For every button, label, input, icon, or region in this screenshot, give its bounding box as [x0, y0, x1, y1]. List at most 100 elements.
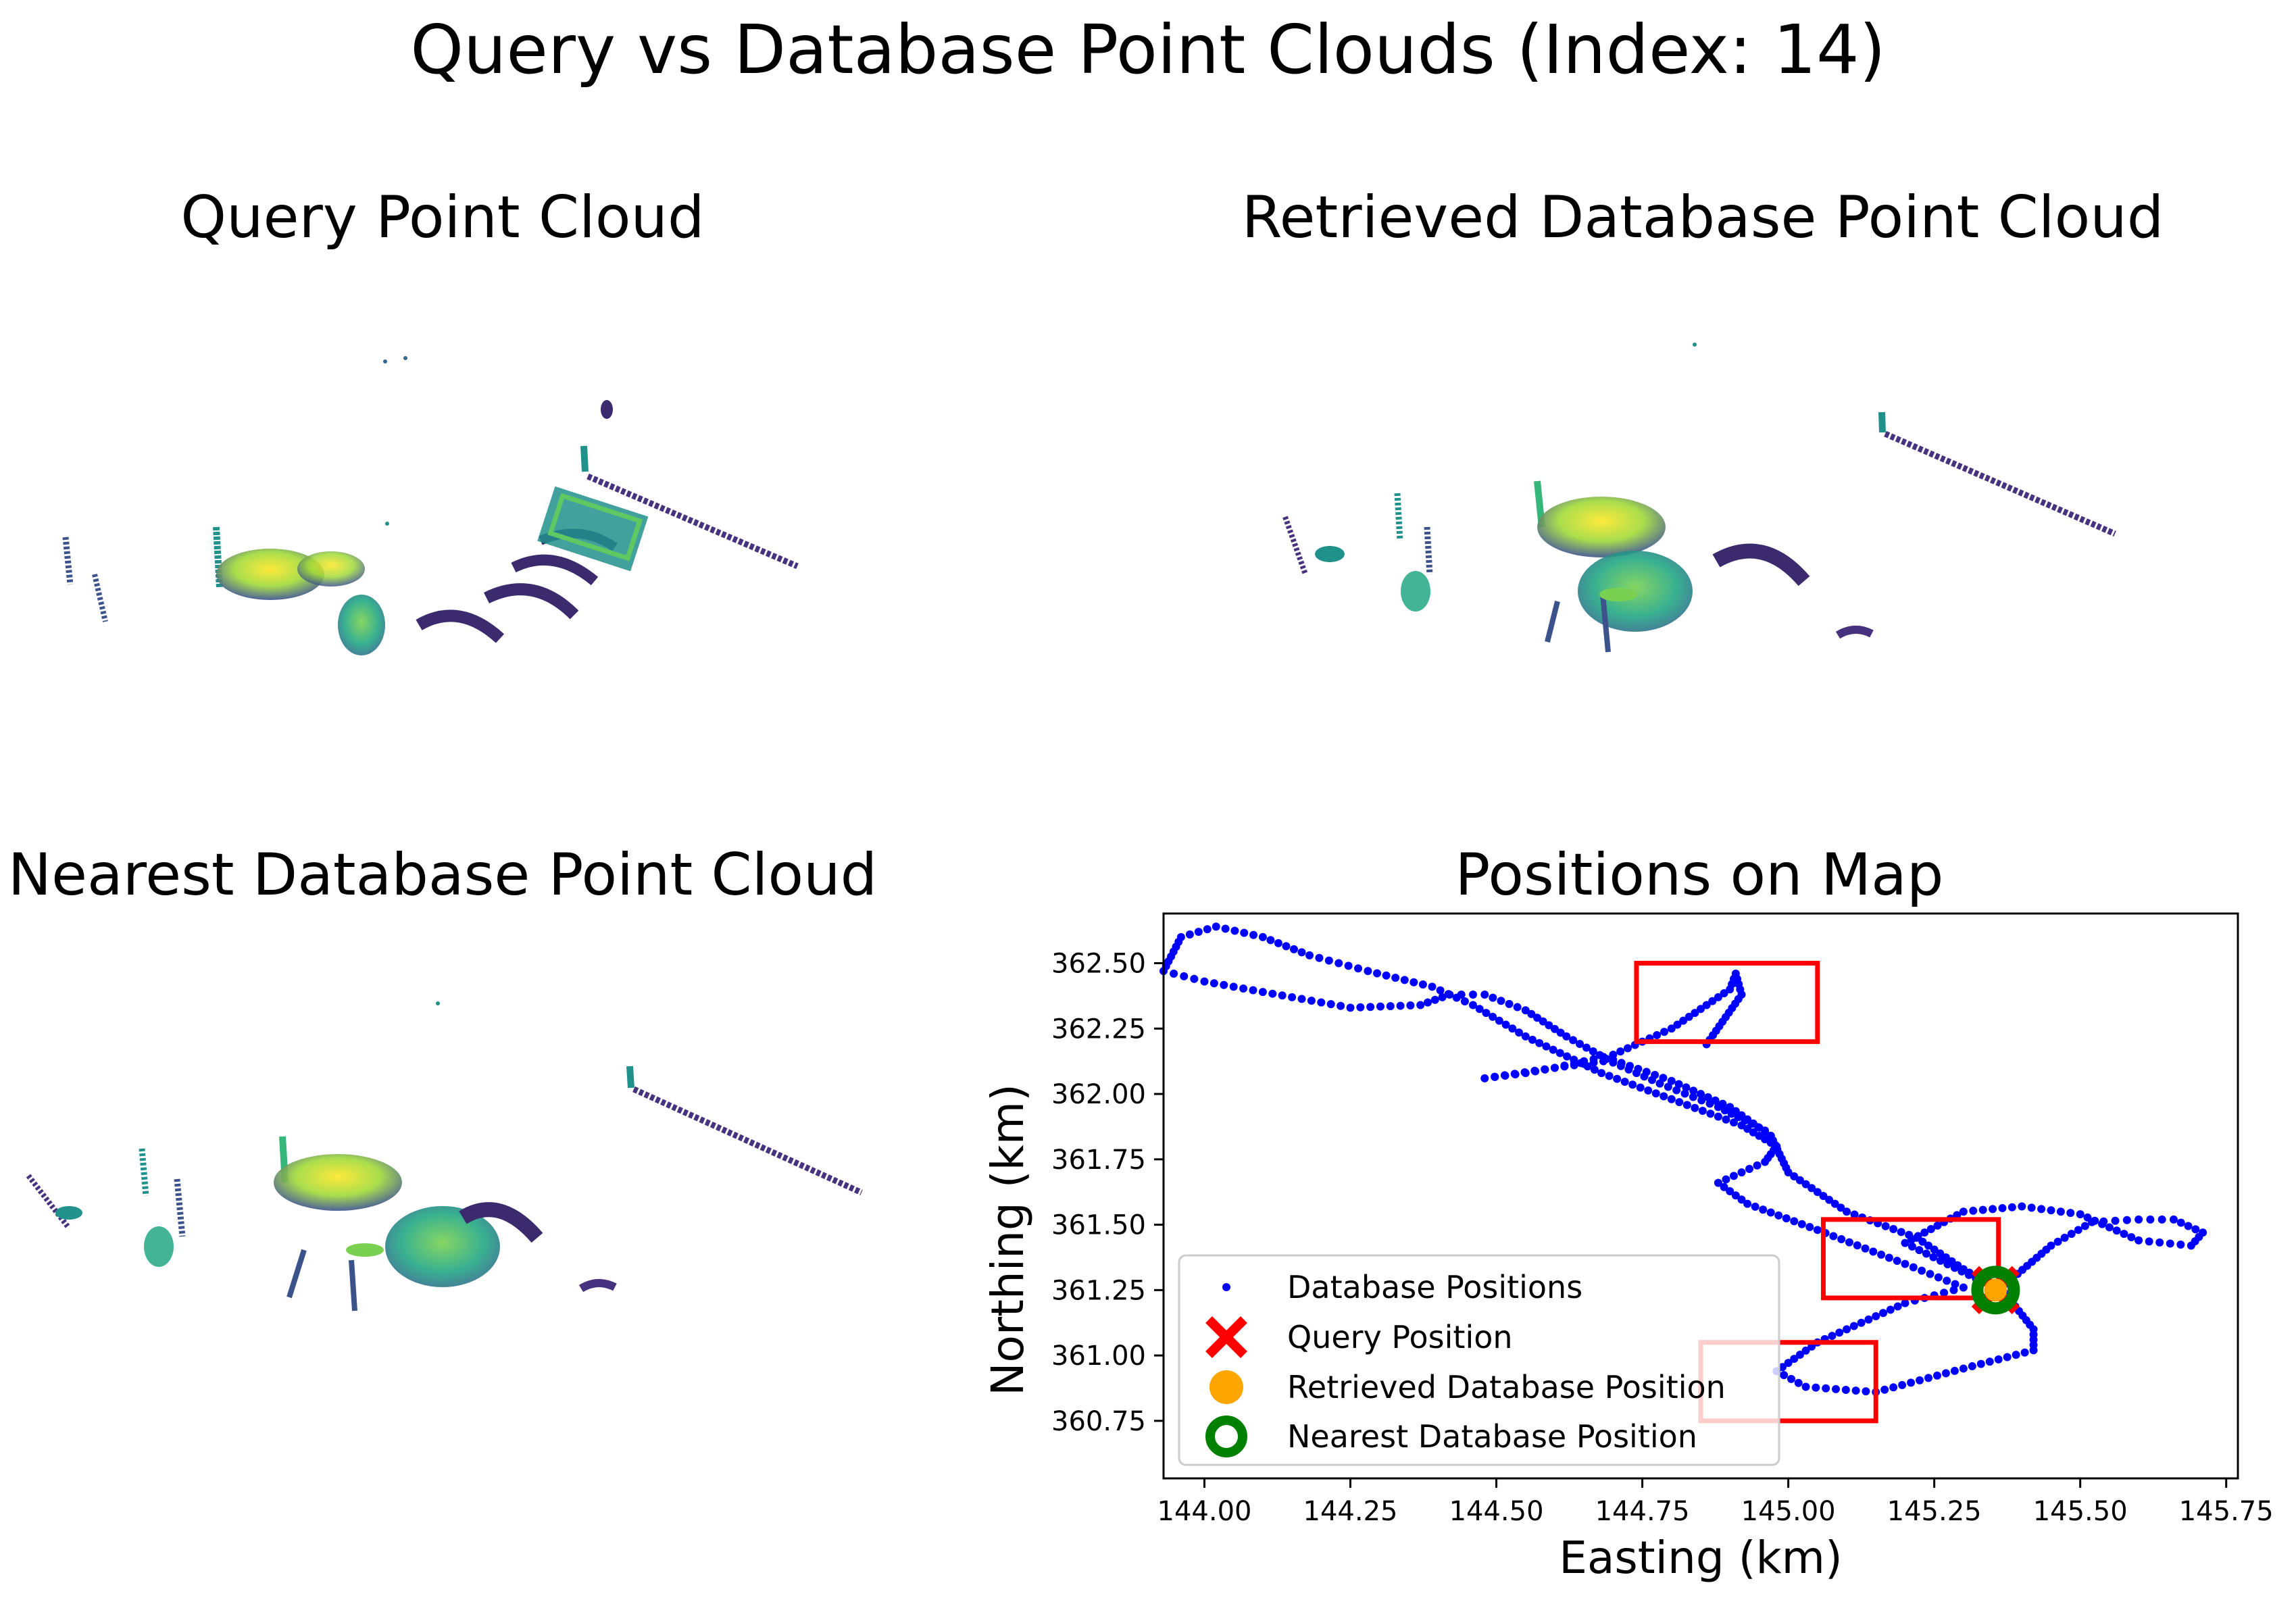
database-position-point — [2083, 1213, 2092, 1222]
legend-query-marker — [1205, 1316, 1247, 1358]
database-position-point — [1916, 1376, 1924, 1384]
database-position-point — [1747, 1120, 1756, 1128]
database-position-point — [2112, 1226, 2121, 1235]
database-position-point — [1457, 990, 1466, 999]
legend-box — [1178, 1254, 1780, 1466]
database-position-point — [1893, 1257, 1901, 1266]
database-position-point — [1703, 1093, 1712, 1101]
x-tick-label: 145.25 — [1887, 1496, 1982, 1527]
database-position-point — [1288, 993, 1297, 1001]
database-position-point — [1527, 1009, 1536, 1018]
database-position-point — [1787, 1374, 1795, 1383]
database-position-point — [1994, 1355, 2003, 1364]
database-position-point — [2007, 1203, 2016, 1211]
database-position-point — [1240, 928, 1249, 937]
database-position-point — [1480, 1074, 1489, 1082]
legend-retrieved-marker — [1209, 1370, 1243, 1404]
database-position-point — [1229, 982, 1238, 991]
database-position-point — [1659, 1092, 1668, 1101]
database-position-point — [1515, 1028, 1524, 1037]
database-position-point — [1959, 1283, 1968, 1292]
database-position-point — [1722, 1175, 1730, 1184]
database-position-point — [1926, 1225, 1935, 1234]
database-position-point — [1851, 1386, 1860, 1395]
database-position-point — [1940, 1289, 1949, 1297]
database-position-point — [1691, 1009, 1699, 1018]
database-position-point — [1364, 967, 1372, 976]
database-position-point — [1720, 1182, 1728, 1191]
database-position-point — [1697, 1090, 1705, 1099]
database-position-point — [1898, 1380, 1907, 1389]
database-position-point — [1759, 1205, 1768, 1214]
database-position-point — [1726, 985, 1735, 994]
database-position-point — [1609, 1058, 1618, 1067]
database-position-point — [1722, 1115, 1730, 1124]
database-position-point — [1889, 1383, 1898, 1392]
database-position-point — [1889, 1225, 1898, 1234]
database-position-point — [1976, 1359, 1985, 1368]
database-position-point — [1805, 1223, 1814, 1232]
database-position-point — [1924, 1241, 1933, 1250]
database-position-point — [2066, 1209, 2075, 1218]
database-position-point — [1510, 1070, 1519, 1078]
x-tick-label: 145.50 — [2033, 1496, 2128, 1527]
database-position-point — [1918, 1237, 1927, 1246]
database-position-point — [1563, 1052, 1572, 1061]
database-position-point — [1679, 1016, 1688, 1025]
database-position-point — [1655, 1079, 1664, 1088]
database-position-point — [1843, 1207, 1851, 1216]
database-position-point — [1556, 1028, 1565, 1037]
database-position-point — [1689, 1086, 1698, 1095]
database-position-point — [1950, 1366, 1959, 1375]
database-position-point — [2056, 1207, 2065, 1216]
x-tick-label: 144.75 — [1595, 1496, 1690, 1527]
database-position-point — [1673, 1020, 1682, 1029]
region-box-1 — [1634, 961, 1820, 1045]
database-position-point — [2122, 1216, 2131, 1224]
database-position-point — [1897, 1228, 1905, 1236]
database-position-point — [1754, 1123, 1763, 1132]
database-position-point — [1850, 1210, 1859, 1219]
region-box-2 — [1820, 1217, 2001, 1301]
legend-nearest-marker — [1205, 1416, 1247, 1457]
database-position-point — [1684, 1012, 1693, 1021]
database-position-point — [2135, 1215, 2143, 1224]
database-position-point — [1930, 1245, 1939, 1254]
database-position-point — [2176, 1218, 2185, 1227]
database-position-point — [1497, 997, 1505, 1005]
database-position-point — [1880, 1385, 1889, 1394]
database-position-point — [1555, 1049, 1564, 1057]
database-position-point — [1766, 1208, 1775, 1217]
database-position-point — [2157, 1215, 2166, 1224]
plot-frame — [1162, 912, 2239, 1480]
database-position-point — [1400, 976, 1409, 984]
database-position-point — [1667, 1024, 1676, 1033]
database-position-point — [1801, 1346, 1810, 1355]
retrieved-cloud-structures — [1282, 343, 2116, 653]
database-position-point — [1289, 945, 1298, 953]
database-position-point — [1727, 1109, 1736, 1118]
database-position-point — [1533, 1014, 1542, 1022]
database-position-point — [1797, 1220, 1806, 1228]
database-position-point — [1680, 1089, 1689, 1098]
legend-label: Nearest Database Position — [1287, 1418, 1697, 1455]
database-position-point — [1819, 1192, 1828, 1200]
database-position-point — [1274, 939, 1282, 947]
database-position-point — [2029, 1346, 2038, 1355]
y-tick-label: 361.25 — [1051, 1275, 1146, 1306]
database-position-point — [1346, 1003, 1355, 1012]
database-position-point — [1784, 1359, 1793, 1368]
database-position-point — [1582, 1043, 1591, 1052]
database-position-point — [1729, 1118, 1738, 1127]
database-position-point — [1354, 964, 1363, 973]
database-position-point — [1530, 1066, 1539, 1075]
database-position-point — [1950, 1264, 1959, 1272]
database-position-point — [1560, 1062, 1569, 1071]
database-position-point — [1778, 1363, 1787, 1372]
database-position-point — [2012, 1351, 2020, 1359]
database-position-point — [1708, 997, 1717, 1005]
retrieved-cloud-title: Retrieved Database Point Cloud — [1241, 184, 2164, 251]
database-position-point — [1689, 1093, 1697, 1101]
database-position-point — [2047, 1206, 2055, 1215]
database-position-point — [1418, 980, 1427, 989]
